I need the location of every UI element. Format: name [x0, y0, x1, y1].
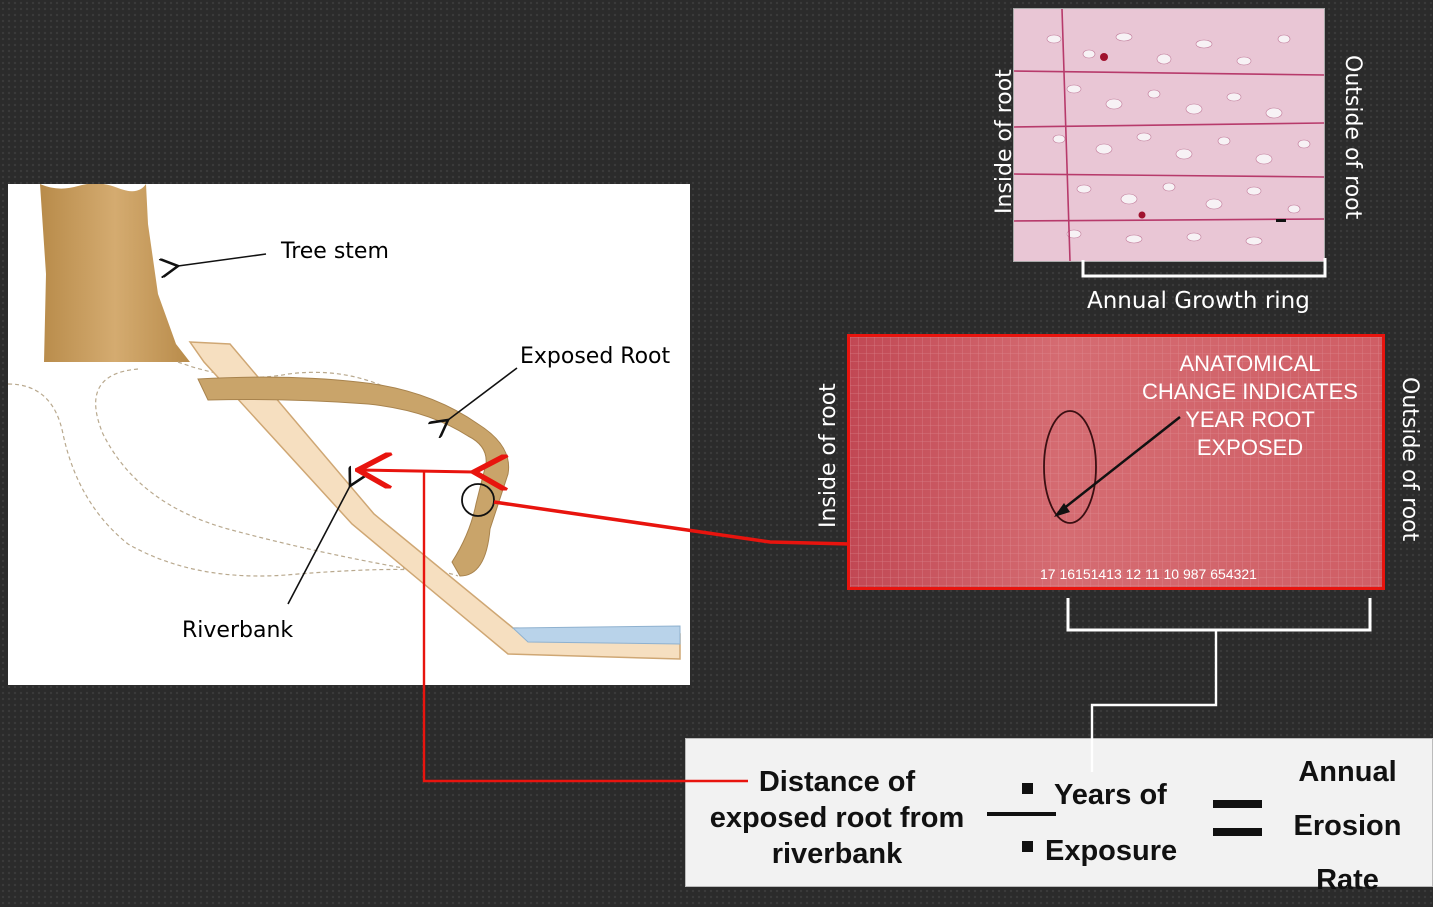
- tree-stem-arrow: [178, 254, 266, 266]
- riverbank-arrow: [288, 486, 350, 604]
- sample-location-circle: [462, 484, 494, 516]
- exposure-years-bracket: [1068, 598, 1370, 630]
- bullet-icon: [1022, 783, 1033, 794]
- growth-ring-bracket: [1083, 258, 1325, 276]
- equals-sign-bottom: [1213, 828, 1262, 836]
- years-connector-line: [1092, 630, 1216, 772]
- distance-double-arrow: [358, 470, 474, 472]
- connector-overlay: [0, 0, 1433, 887]
- distance-connector-line: [424, 472, 748, 781]
- sample-connector-line: [494, 502, 850, 544]
- bullet-icon: [1022, 841, 1033, 852]
- exposed-root-arrow: [448, 368, 517, 420]
- equals-sign-top: [1213, 800, 1262, 808]
